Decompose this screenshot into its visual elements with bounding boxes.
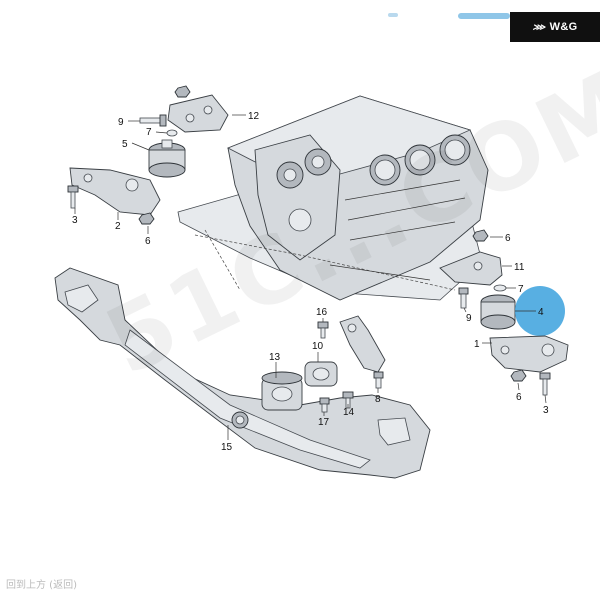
leader-lines: [74, 114, 547, 440]
callout-3-right: 3: [543, 405, 549, 416]
callout-labels: 9 7 12 5 3 2 6 6 11 7 9 4 1 6 3 16 10 13…: [72, 111, 549, 453]
callout-8: 8: [375, 394, 381, 405]
callout-16: 16: [316, 307, 328, 318]
callout-13: 13: [269, 352, 281, 363]
brand-logo-icon: ⋙: [532, 21, 546, 32]
callout-6-right-top: 6: [505, 233, 511, 244]
brand-badge: ⋙ W&G: [510, 12, 600, 42]
footer-caption: 回到上方 (返回): [6, 580, 77, 591]
nut-6-right-bottom: [510, 369, 527, 382]
callout-5: 5: [122, 139, 128, 150]
torque-arm-8: [339, 315, 386, 373]
engine-mount-4-right: [480, 294, 516, 330]
mount-bracket-2-left: [69, 167, 161, 216]
washer-7-left: [166, 129, 178, 137]
callout-3-left: 3: [72, 215, 78, 226]
nut-6-right-top: [472, 229, 489, 242]
subframe-crossmember-15: [54, 267, 431, 479]
mount-bracket-1-right: [489, 335, 569, 373]
callout-6-right-bottom: 6: [516, 392, 522, 403]
left-bracket-12: [167, 94, 229, 133]
nut-6-left-bottom: [138, 212, 155, 225]
engine-block: [177, 95, 489, 301]
callout-11: 11: [514, 262, 525, 273]
washer-7-right: [493, 284, 507, 292]
callout-6-left: 6: [145, 236, 151, 247]
bolt-16: [317, 321, 329, 339]
callout-7-left: 7: [146, 127, 152, 138]
callout-15: 15: [221, 442, 233, 453]
bolt-3-right: [539, 372, 551, 396]
right-bracket-11: [439, 251, 503, 286]
callout-17: 17: [318, 417, 330, 428]
callout-12: 12: [248, 111, 260, 122]
bushing-13: [261, 371, 303, 411]
bolt-8-lower: [373, 371, 384, 389]
callout-9-right: 9: [466, 313, 472, 324]
bushing-10: [304, 361, 338, 387]
callout-2: 2: [115, 221, 121, 232]
bolt-9-left: [139, 114, 167, 127]
callout-14: 14: [343, 407, 355, 418]
top-accent-dot: [388, 13, 398, 17]
callout-1: 1: [474, 339, 480, 350]
highlight-marker-4: [515, 286, 565, 336]
nut-6-top-left: [174, 85, 191, 98]
callout-9-left: 9: [118, 117, 124, 128]
brand-text: W&G: [549, 21, 578, 33]
top-accent-tab: [458, 13, 510, 19]
engine-mount-5-left: [148, 139, 186, 178]
callout-10: 10: [312, 341, 324, 352]
bolt-3-left: [67, 185, 79, 209]
bolt-17: [319, 397, 330, 413]
bolt-9-right: [458, 287, 469, 309]
callout-7-right: 7: [518, 284, 524, 295]
callout-4: 4: [538, 307, 544, 318]
